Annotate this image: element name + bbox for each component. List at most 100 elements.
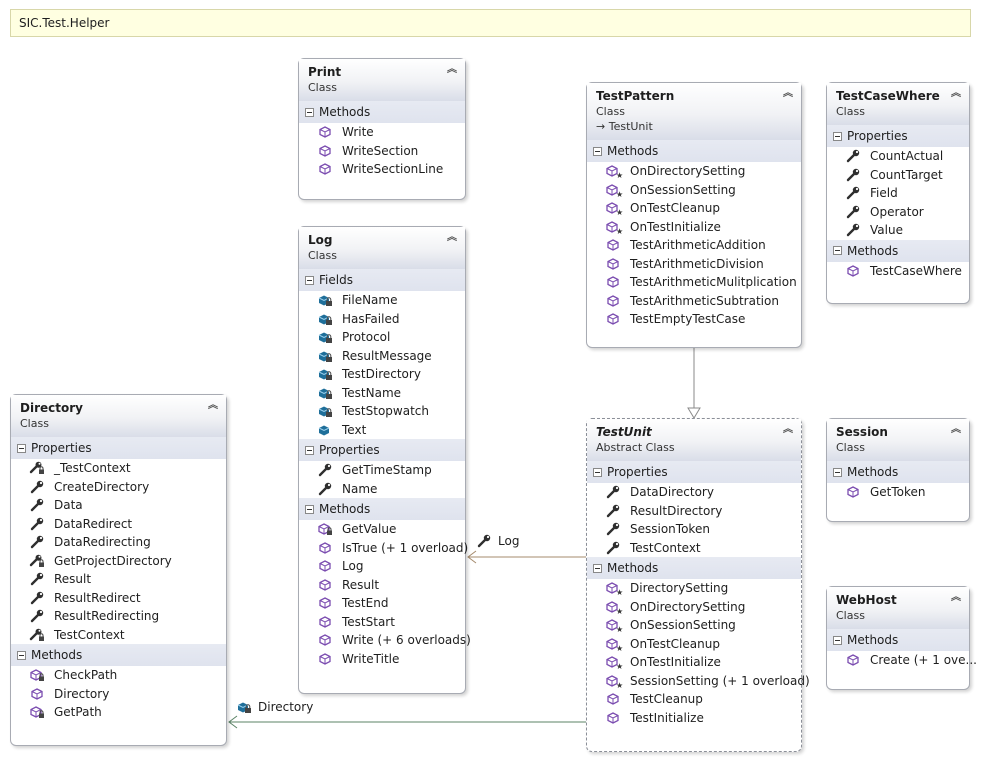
member-item[interactable]: ★OnDirectorySetting (587, 598, 801, 617)
collapse-section-icon[interactable] (305, 107, 314, 117)
member-item[interactable]: CountTarget (827, 166, 969, 185)
member-item[interactable]: Data (11, 496, 226, 515)
collapse-chevron-icon[interactable]: ︽ (951, 592, 961, 603)
section-header-methods[interactable]: Methods (11, 644, 226, 666)
section-header-fields[interactable]: Fields (299, 269, 465, 291)
member-item[interactable]: TestEmptyTestCase (587, 310, 801, 329)
member-item[interactable]: FileName (299, 291, 465, 310)
collapse-section-icon[interactable] (593, 563, 602, 573)
collapse-section-icon[interactable] (833, 467, 842, 477)
member-item[interactable]: TestCleanup (587, 690, 801, 709)
directory-association-label[interactable]: Directory (236, 700, 313, 714)
member-item[interactable]: WriteSection (299, 142, 465, 161)
member-item[interactable]: ★OnTestCleanup (587, 635, 801, 654)
member-item[interactable]: ★DirectorySetting (587, 579, 801, 598)
collapse-section-icon[interactable] (833, 246, 842, 255)
collapse-chevron-icon[interactable]: ︽ (783, 88, 793, 99)
member-item[interactable]: HasFailed (299, 310, 465, 329)
member-item[interactable]: TestInitialize (587, 709, 801, 728)
member-item[interactable]: TestArithmeticSubtration (587, 292, 801, 311)
member-item[interactable]: WriteTitle (299, 650, 465, 669)
collapse-section-icon[interactable] (17, 650, 26, 660)
collapse-section-icon[interactable] (305, 445, 314, 455)
member-item[interactable]: Result (299, 576, 465, 595)
member-item[interactable]: Name (299, 480, 465, 499)
member-item[interactable]: ResultDirectory (587, 502, 801, 521)
member-item[interactable]: ★SessionSetting (+ 1 overload) (587, 672, 810, 691)
member-item[interactable]: SessionToken (587, 520, 801, 539)
member-item[interactable]: CheckPath (11, 666, 226, 685)
member-item[interactable]: WriteSectionLine (299, 160, 465, 179)
collapse-chevron-icon[interactable]: ︽ (951, 424, 961, 435)
member-item[interactable]: Directory (11, 685, 226, 704)
member-item[interactable]: Write (299, 123, 465, 142)
collapse-chevron-icon[interactable]: ︽ (783, 424, 793, 435)
member-item[interactable]: ★OnSessionSetting (587, 616, 801, 635)
collapse-chevron-icon[interactable]: ︽ (951, 88, 961, 99)
member-item[interactable]: TestName (299, 384, 465, 403)
member-item[interactable]: TestArithmeticAddition (587, 236, 801, 255)
member-item[interactable]: _TestContext (11, 459, 226, 478)
member-item[interactable]: ResultRedirect (11, 589, 226, 608)
member-item[interactable]: GetToken (827, 483, 969, 502)
section-header-properties[interactable]: Properties (299, 439, 465, 461)
section-header-methods[interactable]: Methods (827, 239, 969, 262)
member-item[interactable]: DataRedirect (11, 515, 226, 534)
member-item[interactable]: IsTrue (+ 1 overload) (299, 539, 468, 558)
member-item[interactable]: TestArithmeticMulitplication (587, 273, 801, 292)
member-item[interactable]: ★OnTestInitialize (587, 218, 801, 237)
member-item[interactable]: GetProjectDirectory (11, 552, 226, 571)
member-item[interactable]: Write (+ 6 overloads) (299, 631, 471, 650)
member-item[interactable]: GetTimeStamp (299, 461, 465, 480)
member-item[interactable]: TestContext (587, 539, 801, 558)
member-item[interactable]: ★OnDirectorySetting (587, 162, 801, 181)
member-item[interactable]: GetValue (299, 520, 465, 539)
section-header-methods[interactable]: Methods (299, 498, 465, 520)
member-item[interactable]: DataDirectory (587, 483, 801, 502)
member-item[interactable]: ★OnTestCleanup (587, 199, 801, 218)
collapse-chevron-icon[interactable]: ︽ (208, 400, 218, 411)
collapse-section-icon[interactable] (593, 467, 602, 477)
section-header-properties[interactable]: Properties (587, 461, 801, 483)
collapse-section-icon[interactable] (833, 131, 842, 141)
member-item[interactable]: Field (827, 184, 969, 203)
section-header-properties[interactable]: Properties (11, 437, 226, 459)
collapse-section-icon[interactable] (833, 635, 842, 645)
member-item[interactable]: CountActual (827, 147, 969, 166)
collapse-section-icon[interactable] (593, 146, 602, 156)
member-item[interactable]: Text (299, 421, 465, 440)
member-item[interactable]: GetPath (11, 703, 226, 722)
section-header-methods[interactable]: Methods (587, 140, 801, 162)
member-item[interactable]: Create (+ 1 ove... (827, 651, 977, 670)
member-item[interactable]: TestContext (11, 626, 226, 645)
section-header-methods[interactable]: Methods (827, 629, 969, 651)
member-item[interactable]: ★OnSessionSetting (587, 181, 801, 200)
member-item[interactable]: Result (11, 570, 226, 589)
member-item[interactable]: ★OnTestInitialize (587, 653, 801, 672)
member-item[interactable]: TestArithmeticDivision (587, 255, 801, 274)
section-header-methods[interactable]: Methods (299, 101, 465, 123)
collapse-chevron-icon[interactable]: ︽ (447, 232, 457, 243)
section-header-methods[interactable]: Methods (587, 557, 801, 579)
log-association-label[interactable]: Log (476, 534, 519, 548)
member-item[interactable]: Operator (827, 203, 969, 222)
member-item[interactable]: Value (827, 221, 969, 240)
member-item[interactable]: Log (299, 557, 465, 576)
member-item[interactable]: Protocol (299, 328, 465, 347)
collapse-chevron-icon[interactable]: ︽ (447, 64, 457, 75)
